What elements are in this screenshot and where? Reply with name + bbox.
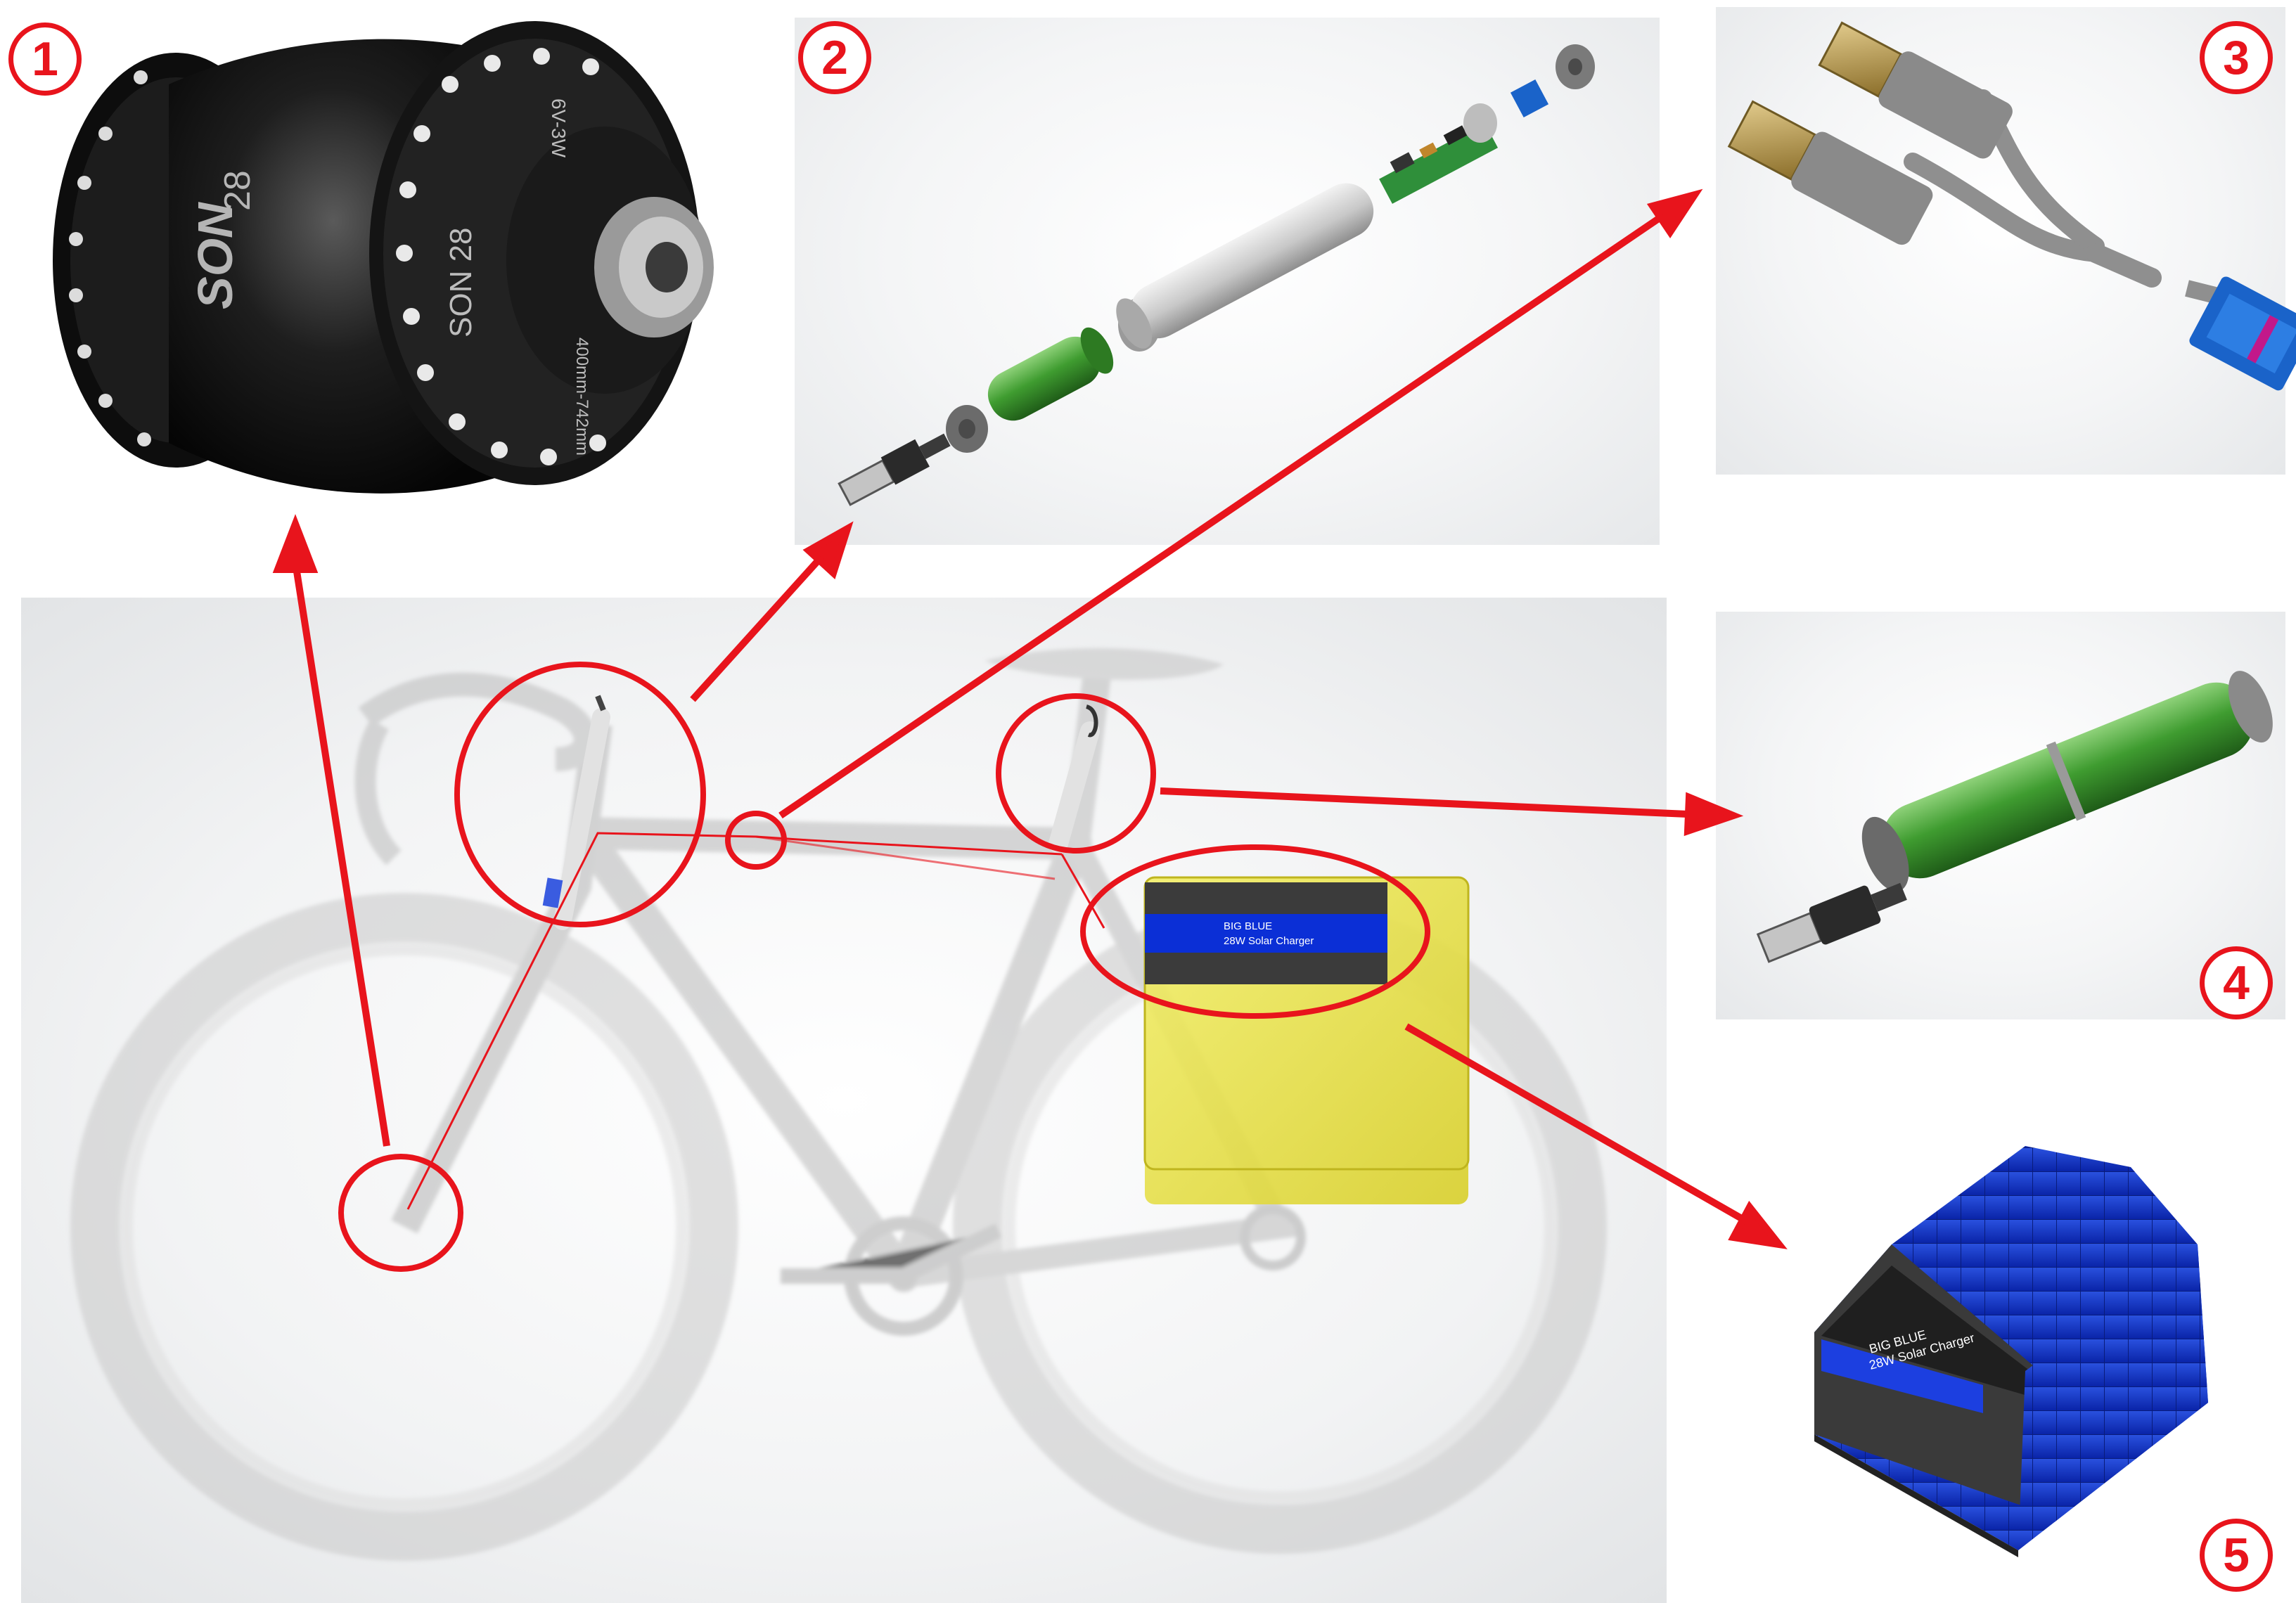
hub-brand-text: SON: [188, 202, 243, 309]
wiring-path: [406, 832, 1105, 1210]
arrow-to-cover: [1728, 1200, 1788, 1249]
usb-y-cable: [1727, 21, 2296, 391]
arrow-to-battery: [1683, 792, 1744, 837]
installed-seat-tube-pack: [1048, 704, 1100, 854]
callout-4-badge: 4: [2200, 946, 2273, 1019]
charger-label-line2: 28W Solar Charger: [1224, 935, 1314, 947]
tube-assembly: [838, 44, 1595, 506]
highlight-junction: [725, 811, 787, 870]
solar-charger-installed: [1143, 876, 1470, 1204]
hub-model-text: SON 28: [444, 227, 478, 337]
highlight-hub: [338, 1154, 463, 1272]
callout-5-badge: 5: [2200, 1519, 2273, 1592]
callout-2-badge: 2: [798, 21, 871, 94]
callout-arrows: [272, 188, 1788, 1249]
callout-1-badge: 1: [8, 22, 82, 96]
arrow-to-tube: [802, 521, 854, 579]
hub-rating-text: 6V-3W: [548, 98, 570, 158]
highlight-circles: [338, 662, 1430, 1272]
battery-pack: [1756, 671, 2273, 963]
solar-panel-cover: [1814, 1146, 2208, 1557]
highlight-charger: [1080, 844, 1430, 1019]
callout-3-badge: 3: [2200, 21, 2273, 94]
highlight-seat-pack: [996, 693, 1156, 854]
dynamo-hub: [53, 21, 714, 494]
hub-brand-number: 28: [217, 170, 258, 211]
arrow-to-hub: [272, 514, 319, 573]
usb-cable-panel: [1716, 7, 2285, 475]
charger-label-line1: BIG BLUE: [1224, 920, 1272, 932]
arrow-to-cable: [1646, 188, 1703, 239]
highlight-front-tube: [454, 662, 706, 927]
hub-spacing-text: 400mm-742mm: [572, 337, 591, 456]
installed-front-tube: [542, 695, 610, 930]
